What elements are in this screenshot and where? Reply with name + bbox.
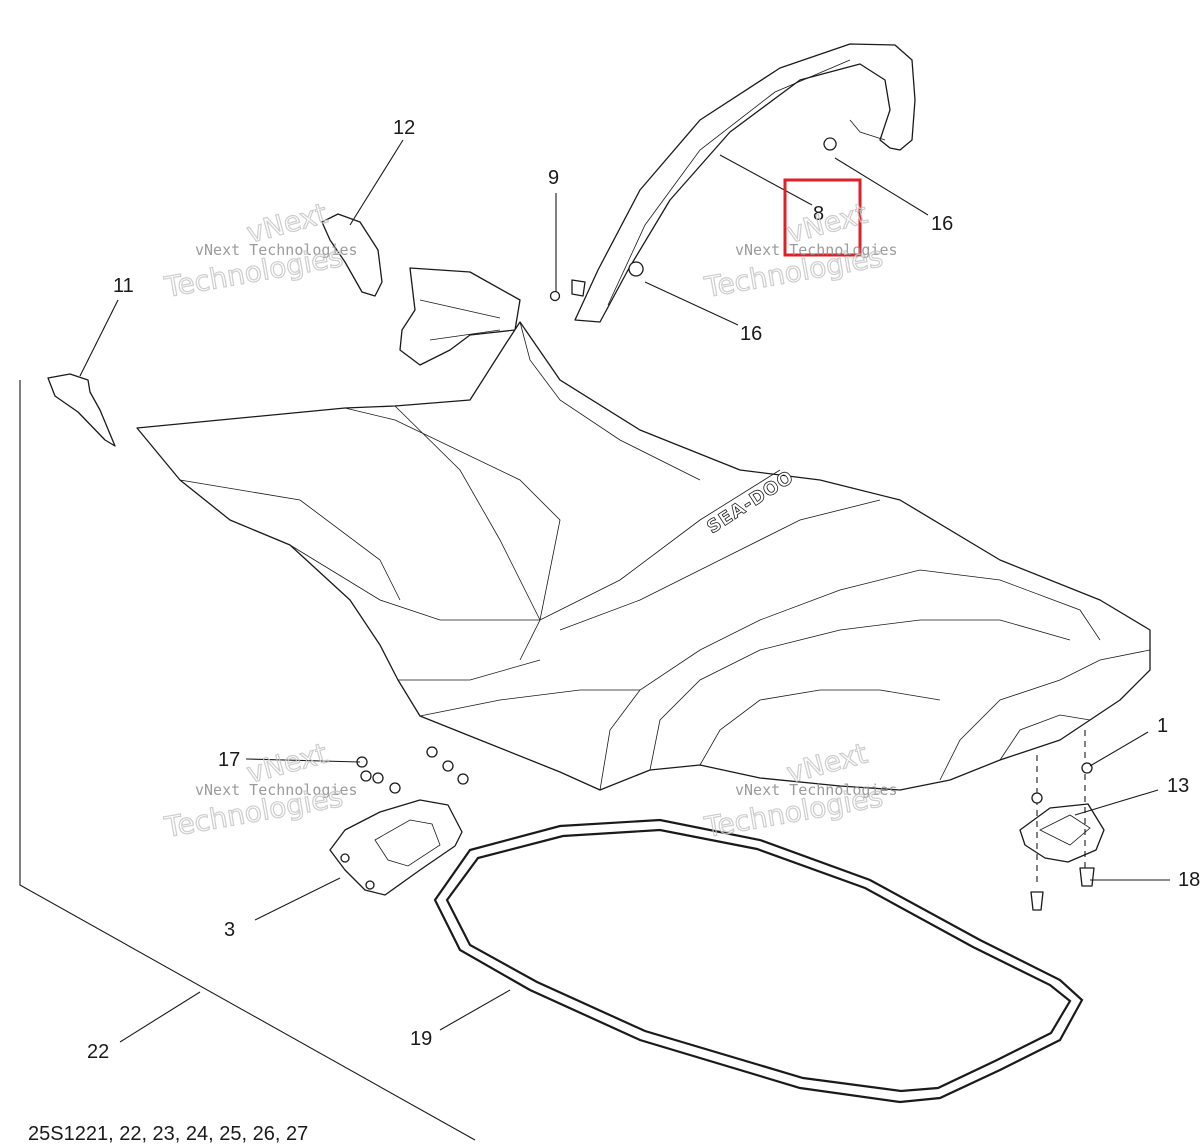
- washers-part-17: [356, 746, 469, 794]
- leader-lines: [19, 139, 1170, 1141]
- watermark-bottom-left: vNext vNext Technologies Technologies: [161, 736, 358, 845]
- watermark-top-right: vNext vNext Technologies Technologies: [701, 196, 898, 305]
- callout-11: 11: [113, 275, 134, 297]
- callout-1: 1: [1157, 715, 1168, 737]
- callout-3: 3: [224, 919, 235, 941]
- svg-text:vNext Technologies: vNext Technologies: [735, 781, 898, 799]
- svg-text:vNext Technologies: vNext Technologies: [195, 241, 358, 259]
- callout-18: 18: [1178, 869, 1200, 891]
- callout-16-bottom: 16: [740, 323, 762, 345]
- trim-cap-part-12: [321, 213, 383, 297]
- svg-text:vNext Technologies: vNext Technologies: [195, 781, 358, 799]
- strap-part-8: [571, 43, 916, 323]
- trim-cap-part-11: [47, 373, 116, 447]
- callout-8: 8: [813, 203, 824, 225]
- latch-bracket-part-3: [329, 799, 463, 896]
- diagram-caption: 25S1221, 22, 23, 24, 25, 26, 27: [28, 1123, 308, 1145]
- latch-part-13: [1019, 730, 1105, 911]
- gasket-part-19: [433, 818, 1084, 1104]
- nut-part-9: [549, 290, 561, 302]
- callout-9: 9: [548, 167, 559, 189]
- callout-12: 12: [393, 117, 415, 139]
- callout-16-top: 16: [931, 213, 953, 235]
- callout-17: 17: [218, 749, 240, 771]
- seat-assembly: SEA-DOO: [136, 267, 1151, 791]
- callout-13: 13: [1167, 775, 1189, 797]
- callout-labels: 12 11 9 8 16 16 1 13 18 17 3 19 22: [87, 117, 1200, 1063]
- callout-19: 19: [410, 1028, 432, 1050]
- highlight-box: [783, 178, 862, 257]
- watermark-top-left: vNext vNext Technologies Technologies: [161, 196, 358, 305]
- callout-22: 22: [87, 1041, 109, 1063]
- svg-text:vNext Technologies: vNext Technologies: [735, 241, 898, 259]
